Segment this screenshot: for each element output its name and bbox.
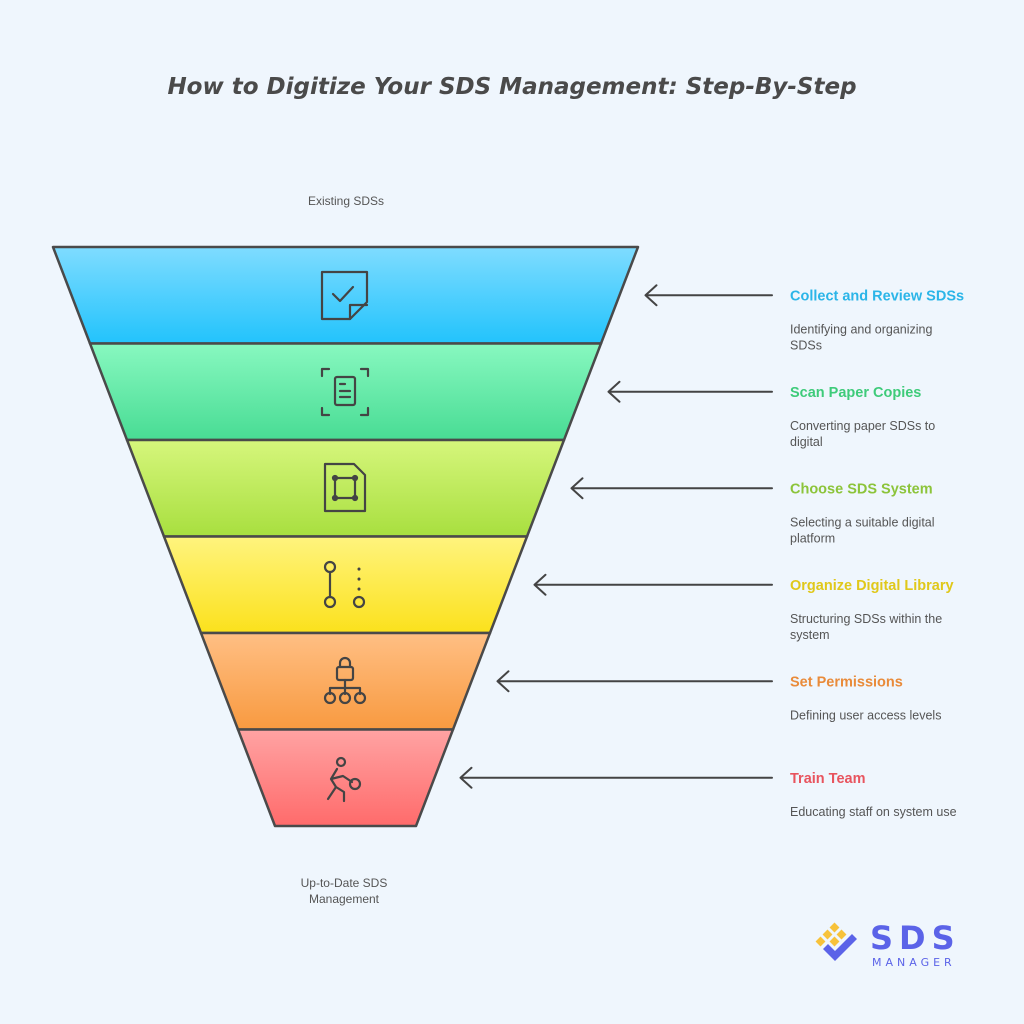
sds-manager-logo: SDS MANAGER xyxy=(815,919,961,969)
git-branch-icon xyxy=(323,560,366,609)
funnel-band-3 xyxy=(125,438,566,538)
step-title: Scan Paper Copies xyxy=(790,385,921,401)
step-description: Structuring SDSs within the xyxy=(790,612,942,626)
arrow-left-icon xyxy=(496,670,773,693)
arrow-left-icon xyxy=(607,380,773,403)
page-title: How to Digitize Your SDS Management: Ste… xyxy=(167,74,856,100)
funnel-band-4 xyxy=(162,535,529,635)
arrow-left-icon xyxy=(459,766,773,789)
step-title: Set Permissions xyxy=(790,674,903,690)
step-description: SDSs xyxy=(790,338,822,352)
bottom-label-line2: Management xyxy=(309,892,380,906)
step-description: platform xyxy=(790,531,835,545)
arrow-left-icon xyxy=(644,284,773,307)
step-description: Educating staff on system use xyxy=(790,805,957,819)
step-description: Defining user access levels xyxy=(790,708,941,722)
step-description: Converting paper SDSs to xyxy=(790,419,935,433)
file-select-icon xyxy=(323,462,367,513)
lock-hierarchy-icon xyxy=(323,656,367,705)
arrow-left-icon xyxy=(533,573,773,596)
step-title: Organize Digital Library xyxy=(790,578,954,594)
document-scan-icon xyxy=(320,367,370,417)
step-description: digital xyxy=(790,435,823,449)
top-label: Existing SDSs xyxy=(308,194,384,208)
person-training-icon xyxy=(326,756,362,803)
bottom-label-line1: Up-to-Date SDS xyxy=(301,876,388,890)
logo-subtext: MANAGER xyxy=(872,956,956,969)
step-description: Selecting a suitable digital xyxy=(790,515,935,529)
step-title: Choose SDS System xyxy=(790,481,933,497)
step-description: system xyxy=(790,628,830,642)
checked-document-icon xyxy=(320,270,369,321)
arrow-left-icon xyxy=(570,477,773,500)
step-title: Collect and Review SDSs xyxy=(790,288,964,304)
logo-text: SDS xyxy=(870,919,961,957)
step-description: Identifying and organizing xyxy=(790,322,933,336)
step-title: Train Team xyxy=(790,771,865,787)
